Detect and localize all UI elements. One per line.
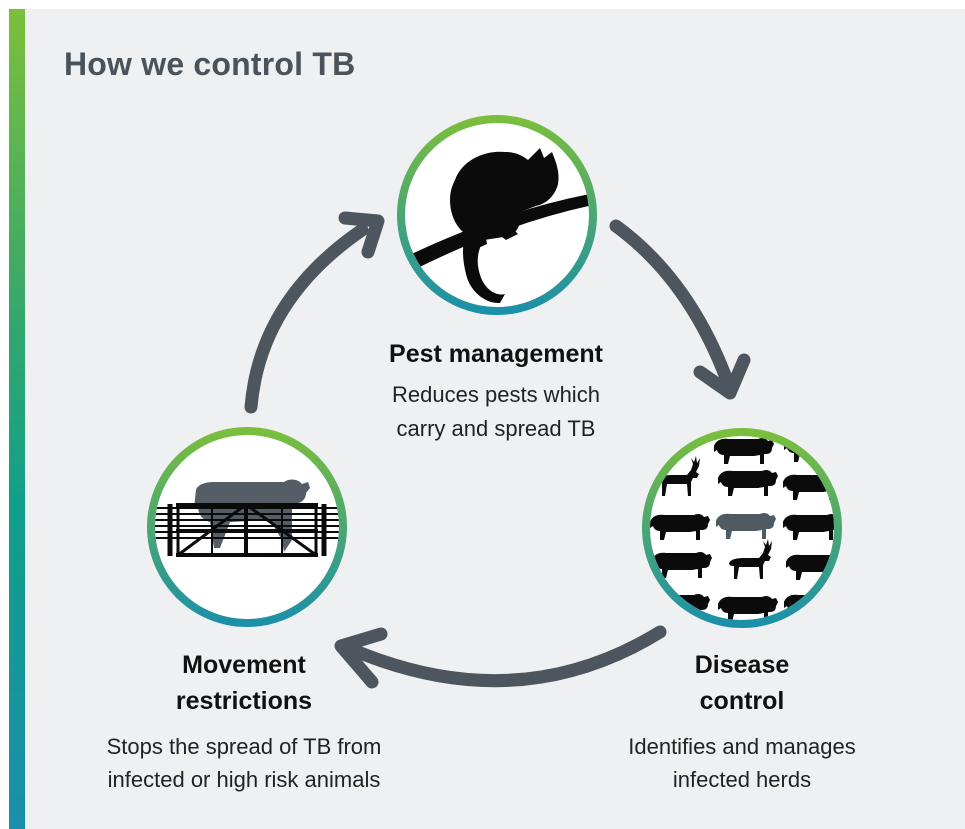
disease-control-description-line-1: Identifies and manages bbox=[628, 734, 856, 759]
cycle-arrows bbox=[244, 211, 751, 689]
disease-control-heading-line-1: Disease bbox=[694, 651, 790, 679]
gate bbox=[155, 503, 339, 557]
page-title: How we control TB bbox=[64, 46, 356, 82]
disease-control-description-line-2: infected herds bbox=[672, 767, 812, 792]
arrow-pest-to-disease-head bbox=[693, 353, 751, 400]
movement-restrictions-heading-line-2: restrictions bbox=[175, 687, 313, 715]
arrow-movement-to-pest bbox=[244, 223, 369, 414]
pest-management-description-line-2: carry and spread TB bbox=[396, 416, 596, 441]
movement-restrictions-heading-line-1: Movement bbox=[182, 651, 306, 679]
branch bbox=[405, 192, 589, 278]
movement-restrictions-description-line-2: infected or high risk animals bbox=[107, 767, 381, 792]
movement-restrictions-icon bbox=[147, 427, 347, 627]
arrow-pest-to-disease bbox=[609, 219, 735, 390]
possum-silhouette bbox=[450, 148, 559, 304]
disease-control-heading-line-2: control bbox=[699, 687, 785, 715]
arrow-disease-to-movement bbox=[351, 625, 667, 688]
accent-bar bbox=[9, 9, 25, 829]
pest-management-heading: Pest management bbox=[389, 340, 603, 368]
arrow-movement-to-pest-head bbox=[338, 211, 385, 259]
pest-management-icon bbox=[397, 115, 597, 315]
pest-management-description-line-1: Reduces pests which bbox=[392, 382, 600, 407]
disease-control-icon bbox=[642, 428, 842, 628]
arrow-disease-to-movement-head bbox=[334, 627, 388, 689]
movement-restrictions-description-line-1: Stops the spread of TB from bbox=[106, 734, 382, 759]
